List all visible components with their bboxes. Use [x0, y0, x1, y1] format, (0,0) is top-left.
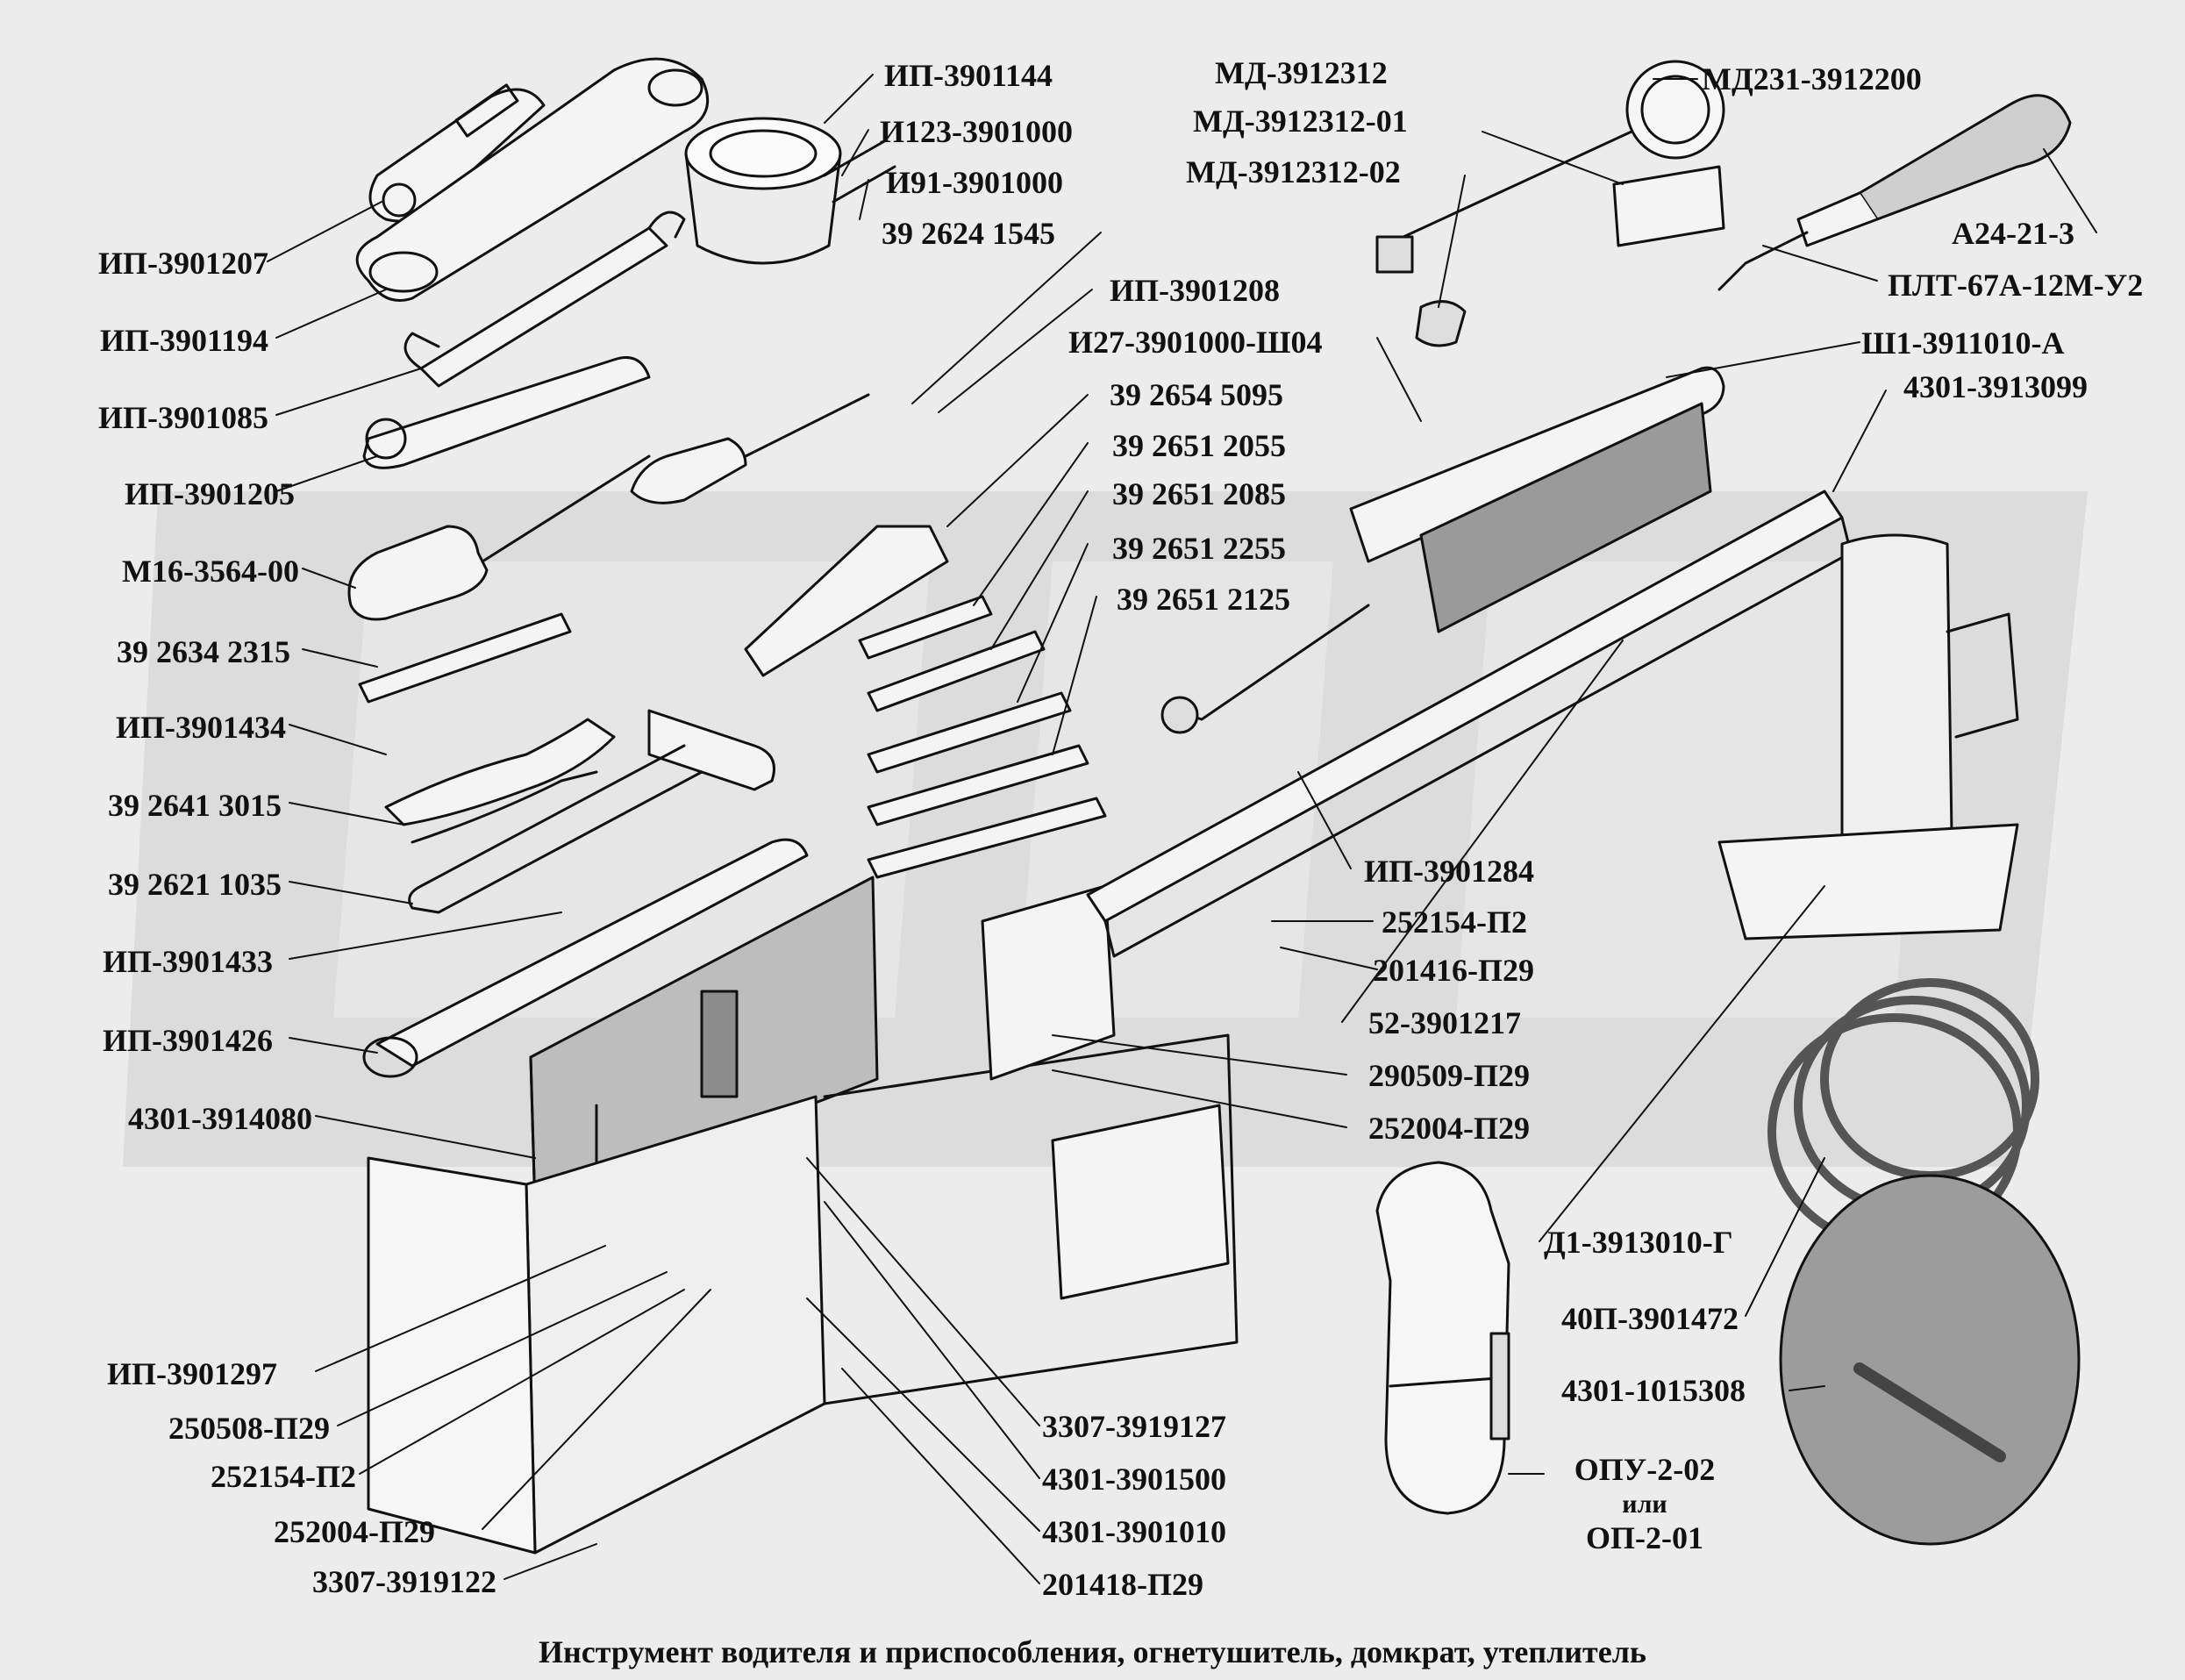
label-box-bolt: 201418-П29	[1042, 1567, 1203, 1602]
label-hose: 40П-3901472	[1561, 1301, 1739, 1336]
label-socket-wrench: ИП-3901434	[116, 710, 286, 745]
label-box-wrench-2: ИП-3901208	[1110, 273, 1280, 308]
label-bolt-low: 290509-П29	[1368, 1058, 1530, 1093]
diagram-caption: Инструмент водителя и приспособления, ог…	[539, 1634, 1646, 1669]
label-box-wrench: ИП-3901205	[125, 476, 295, 511]
grease-gun-icon	[1160, 366, 1725, 734]
label-spanner-3: 39 2651 2255	[1112, 531, 1286, 566]
tool-box-icon	[367, 1033, 1239, 1555]
label-bar: ИП-3901433	[103, 944, 273, 979]
label-box-part-1: 3307-3919127	[1042, 1409, 1226, 1444]
label-bolt-mid: 201416-П29	[1373, 953, 1534, 988]
label-hose-fitting: Ш1-3911010-А	[1861, 325, 2065, 361]
label-tommy-bar: И91-3901000	[886, 165, 1063, 200]
tool-bag-icon	[529, 876, 879, 1212]
label-file: 39 2634 2315	[117, 634, 290, 669]
file-tool-icon	[358, 612, 572, 704]
label-spanner-4: 39 2651 2125	[1117, 582, 1290, 617]
label-extinguisher-or: или	[1622, 1490, 1667, 1519]
spanner-set-icon	[858, 595, 1107, 879]
box-wrench-icon	[362, 356, 651, 469]
label-hammer: 39 2621 1035	[108, 867, 282, 902]
label-tool-bag: 4301-3914080	[128, 1101, 312, 1136]
label-wheel-brace: ИП-3901426	[103, 1023, 273, 1058]
label-washer-low: 252004-П29	[1368, 1111, 1530, 1146]
frame-rail-icon	[1086, 490, 1853, 958]
label-rail: ИП-3901284	[1364, 854, 1534, 889]
screwdriver-2-icon	[630, 393, 870, 504]
hammer-icon	[408, 709, 775, 914]
rubber-tip-icon	[1415, 300, 1467, 347]
label-pump-head: А24-21-3	[1952, 216, 2074, 251]
label-pliers: 39 2641 3015	[108, 788, 282, 823]
label-washer-1: 252154-П2	[211, 1459, 356, 1494]
mounting-bracket-icon	[981, 884, 1230, 1300]
label-spanner-2: 39 2651 2085	[1112, 476, 1286, 511]
insulating-cover-icon	[1779, 1174, 2081, 1546]
label-washer-mid: 252154-П2	[1382, 904, 1527, 940]
leader-lines	[267, 74, 2097, 1584]
label-gauge-main: МД231-3912200	[1702, 61, 1922, 97]
label-gauge-3: МД-3912312-02	[1186, 154, 1401, 189]
pliers-icon	[384, 718, 616, 844]
hex-key-icon	[744, 525, 949, 677]
label-adapter: И27-3901000-Ш04	[1068, 325, 1323, 360]
label-jack-holder: 4301-3913099	[1903, 369, 2088, 404]
label-inflator: ПЛТ-67А-12М-У2	[1888, 268, 2144, 303]
socket-head-icon	[684, 117, 896, 265]
fire-extinguisher-icon	[1375, 1161, 1510, 1515]
screwdriver-icon	[347, 454, 651, 621]
label-cover: 4301-1015308	[1561, 1373, 1746, 1408]
ring-wrench-large-icon	[355, 57, 710, 302]
label-open-wrench: ИП-3901085	[98, 400, 268, 435]
label-spanner-1: 39 2651 2055	[1112, 428, 1286, 463]
bottle-jack-icon	[1717, 533, 2019, 940]
label-grease-bracket: 52-3901217	[1368, 1005, 1521, 1040]
gauge-case-icon	[1612, 165, 1725, 247]
label-gauge-1: МД-3912312	[1215, 55, 1388, 90]
wheel-brace-icon	[362, 838, 809, 1078]
label-extinguisher-1: ОПУ-2-02	[1574, 1452, 1716, 1487]
label-wrench-ring: ИП-3901207	[98, 246, 268, 281]
label-bolt-1: ИП-3901297	[107, 1356, 277, 1391]
label-washer-2: 252004-П29	[274, 1514, 435, 1549]
label-gauge-2: МД-3912312-01	[1193, 104, 1408, 139]
label-wrench-large: ИП-3901194	[99, 323, 268, 358]
label-socket: ИП-3901144	[884, 58, 1053, 93]
label-extinguisher-2: ОП-2-01	[1586, 1520, 1703, 1555]
label-socket-2: И123-3901000	[880, 114, 1073, 149]
inflator-hose-icon	[1717, 94, 2072, 291]
label-hex-key: 39 2654 5095	[1110, 377, 1283, 412]
label-screwdriver-2: 39 2624 1545	[882, 216, 1055, 251]
label-jack: Д1-3913010-Г	[1544, 1225, 1733, 1260]
label-bolt-2: 250508-П29	[168, 1411, 330, 1446]
label-screwdriver: М16-3564-00	[122, 554, 299, 589]
label-tool-box: 3307-3919122	[312, 1564, 496, 1599]
label-box-part-2: 4301-3901500	[1042, 1462, 1226, 1497]
open-wrench-icon	[403, 211, 686, 388]
label-box-part-3: 4301-3901010	[1042, 1514, 1226, 1549]
pressure-gauge-icon	[1375, 60, 1725, 274]
